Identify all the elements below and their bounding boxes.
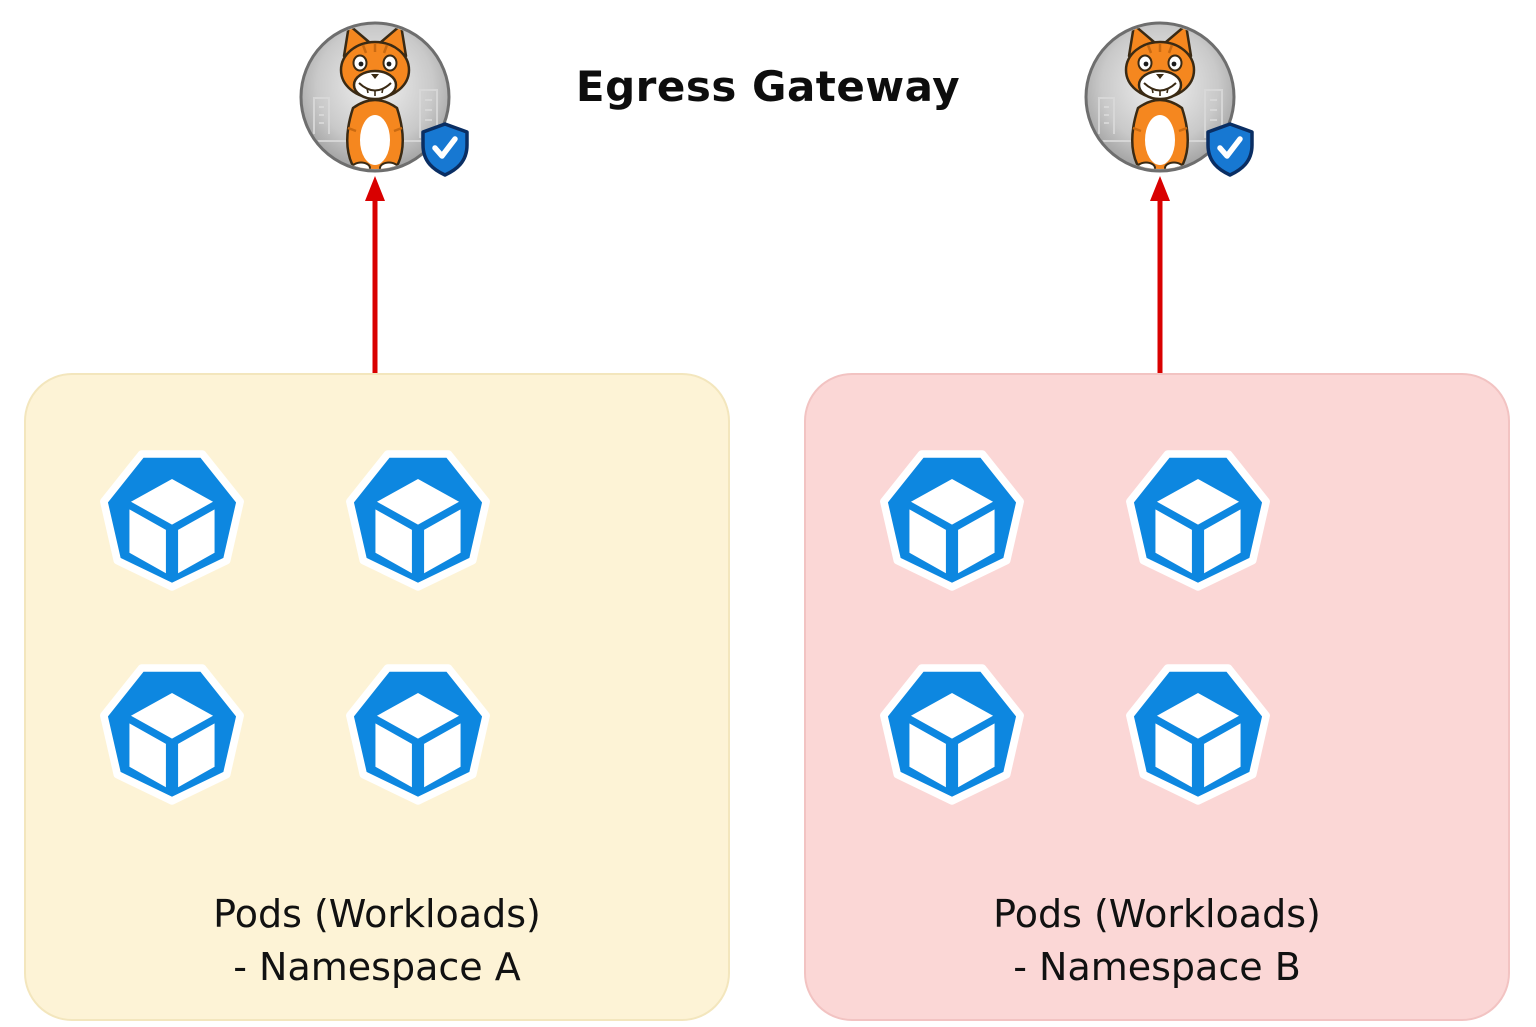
namespace-a-box: Pods (Workloads) - Namespace A bbox=[24, 373, 730, 1021]
pod-icon bbox=[876, 441, 1028, 593]
namespace-b-label-line1: Pods (Workloads) bbox=[993, 892, 1321, 937]
namespace-a-label: Pods (Workloads) - Namespace A bbox=[26, 888, 728, 993]
pod-icon bbox=[96, 655, 248, 807]
pod-icon bbox=[342, 441, 494, 593]
pod-icon bbox=[1122, 655, 1274, 807]
namespace-a-pod-grid bbox=[96, 441, 494, 807]
diagram-title: Egress Gateway bbox=[575, 62, 961, 111]
arrow-namespace-b-to-gateway bbox=[1150, 176, 1170, 374]
calico-cat-gateway-icon bbox=[290, 12, 480, 192]
pod-icon bbox=[96, 441, 248, 593]
pod-icon bbox=[876, 655, 1028, 807]
pod-icon bbox=[1122, 441, 1274, 593]
namespace-a-label-line1: Pods (Workloads) bbox=[213, 892, 541, 937]
calico-cat-gateway-icon bbox=[1075, 12, 1265, 192]
egress-gateway-b bbox=[1075, 12, 1265, 192]
namespace-a-label-line2: - Namespace A bbox=[233, 944, 521, 989]
egress-gateway-a bbox=[290, 12, 480, 192]
namespace-b-label: Pods (Workloads) - Namespace B bbox=[806, 888, 1508, 993]
namespace-b-label-line2: - Namespace B bbox=[1013, 944, 1301, 989]
namespace-b-pod-grid bbox=[876, 441, 1274, 807]
arrow-namespace-a-to-gateway bbox=[365, 176, 385, 374]
pod-icon bbox=[342, 655, 494, 807]
namespace-b-box: Pods (Workloads) - Namespace B bbox=[804, 373, 1510, 1021]
